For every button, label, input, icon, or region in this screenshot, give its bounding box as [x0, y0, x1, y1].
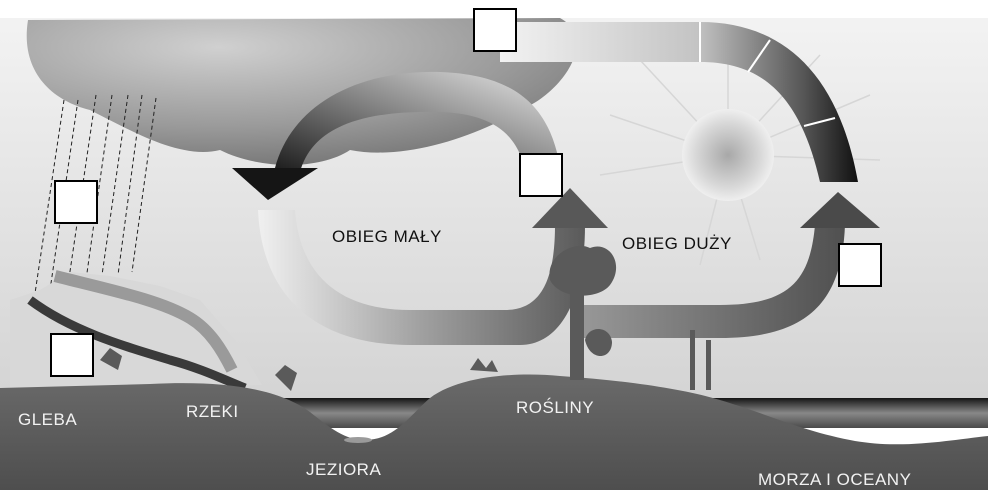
small-cycle-upper-arc	[275, 71, 562, 182]
answer-box-small-evaporation[interactable]	[519, 153, 563, 197]
small-cycle-label: OBIEG MAŁY	[332, 227, 442, 246]
answer-box-precipitation[interactable]	[54, 180, 98, 224]
small-cycle-lower-loop	[258, 210, 585, 345]
lake-glint	[344, 437, 372, 443]
rivers-label: RZEKI	[186, 402, 239, 421]
large-arrow-stripes	[699, 22, 836, 127]
large-cycle-label: OBIEG DUŻY	[622, 234, 732, 253]
soil-layer-mid	[53, 270, 238, 373]
small-cycle-up-arrowhead	[532, 188, 608, 228]
plants	[100, 245, 711, 391]
large-cycle-top-arrow	[500, 22, 858, 182]
lakes-label: JEZIORA	[306, 460, 382, 479]
sun	[682, 109, 774, 201]
answer-box-infiltration[interactable]	[50, 333, 94, 377]
answer-box-condensation[interactable]	[473, 8, 517, 52]
seas-label: MORZA I OCEANY	[758, 470, 912, 489]
answer-box-large-evaporation[interactable]	[838, 243, 882, 287]
cloud	[26, 18, 577, 165]
soil-layer-dark	[27, 296, 247, 393]
large-cycle-lower-arrow	[330, 225, 845, 338]
plants-label: ROŚLINY	[516, 398, 595, 417]
soil-label: GLEBA	[18, 410, 78, 429]
ground	[0, 374, 988, 490]
large-cycle-up-arrowhead	[800, 192, 880, 228]
small-cycle-arrowhead	[232, 168, 318, 200]
rain	[33, 94, 157, 301]
